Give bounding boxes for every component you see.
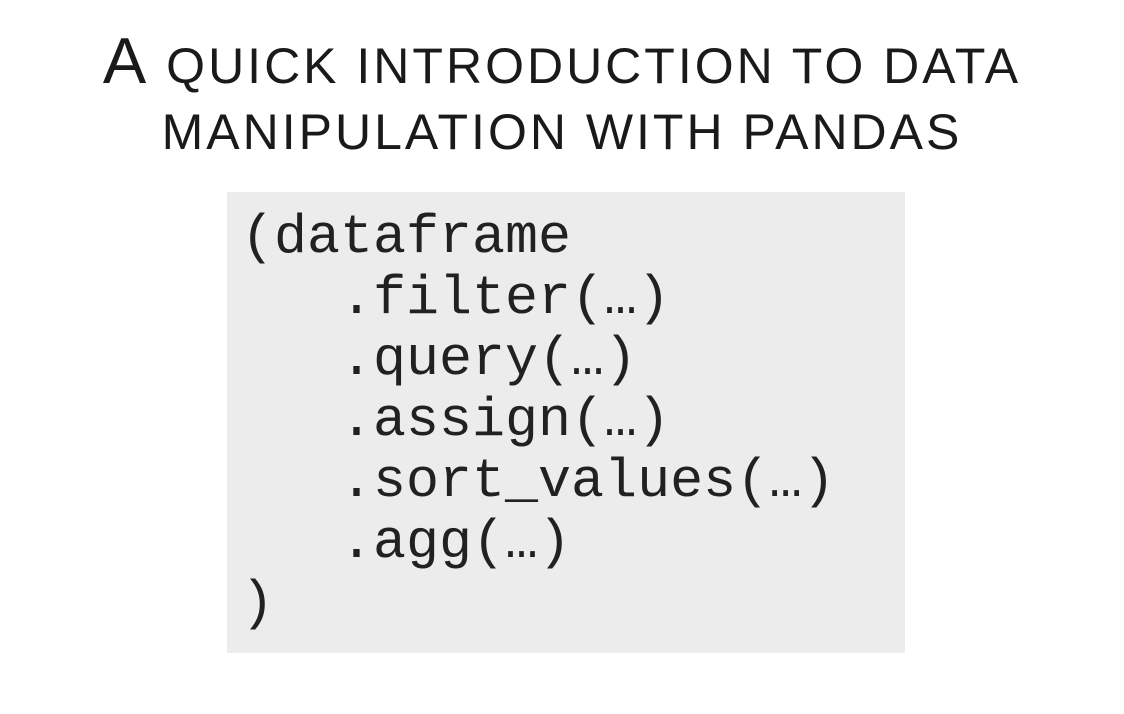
slide-title: A QUICK INTRODUCTION TO DATA MANIPULATIO…	[0, 24, 1124, 165]
code-line-6: .agg(…)	[241, 511, 572, 574]
code-line-1: (dataframe	[241, 206, 572, 269]
code-line-5: .sort_values(…)	[241, 450, 836, 513]
slide-title-line-1: A QUICK INTRODUCTION TO DATA	[102, 24, 1022, 97]
code-line-4: .assign(…)	[241, 389, 671, 452]
slide-title-line-2: MANIPULATION WITH PANDAS	[161, 104, 963, 160]
code-line-2: .filter(…)	[241, 267, 671, 330]
code-line-3: .query(…)	[241, 328, 638, 391]
code-line-7: )	[241, 572, 275, 635]
code-block: (dataframe .filter(…) .query(…) .assign(…	[227, 192, 905, 653]
